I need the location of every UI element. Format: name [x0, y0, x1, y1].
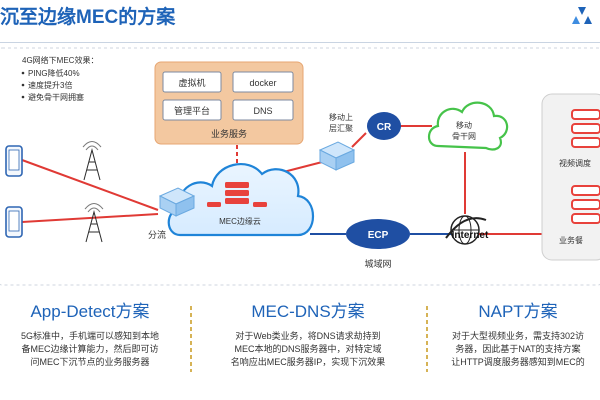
- antenna-icon: [84, 203, 104, 243]
- network-diagram: 4G网络下MEC效果： PING降低40% 速度提升3倍 避免骨干网拥塞 虚拟机…: [0, 47, 600, 286]
- mec-cloud-label: MEC边缘云: [219, 216, 261, 226]
- ecp-node: [346, 219, 410, 249]
- solution-app-detect: App-Detect方案 5G标准中，手机端可以感知到本地 备MEC边缘计算能力…: [0, 300, 180, 369]
- agg-label: 层汇聚: [329, 124, 353, 133]
- agg-to-cr-link: [351, 132, 367, 148]
- phone-icon: [5, 145, 23, 177]
- cr-label: CR: [377, 122, 392, 133]
- agg-label: 移动上: [329, 112, 353, 122]
- svg-text:DNS: DNS: [253, 106, 272, 116]
- phone2-link: [21, 213, 159, 223]
- ecp-label: ECP: [368, 230, 389, 241]
- benefit-item: 速度提升3倍: [28, 80, 72, 90]
- service-box: [162, 71, 222, 93]
- diagram-frame: [0, 47, 600, 286]
- phone1-link: [21, 159, 159, 211]
- page-title: 沉至边缘MEC的方案: [0, 7, 176, 28]
- server-icon: [571, 109, 600, 148]
- solution-description: 5G标准中，手机端可以感知到本地 备MEC边缘计算能力，然后即可访 问MEC下沉…: [20, 331, 159, 367]
- title-divider: [0, 42, 600, 43]
- logo-icon: [572, 7, 592, 24]
- benefit-bullets: [21, 71, 25, 99]
- column-divider: [426, 306, 428, 372]
- service-box: [232, 71, 294, 93]
- benefit-item: 避免骨干网拥塞: [28, 92, 84, 102]
- benefits-heading: 4G网络下MEC效果：: [22, 55, 98, 65]
- svg-text:docker: docker: [249, 78, 276, 88]
- service-box: [162, 99, 222, 121]
- solution-description: 对于大型视频业务，需支持302访 务器，因此基于NAT的支持方案 让HTTP调度…: [451, 331, 585, 367]
- switch-icon: [158, 187, 196, 217]
- solution-napt: NAPT方案 对于大型视频业务，需支持302访 务器，因此基于NAT的支持方案 …: [436, 300, 600, 369]
- solution-mec-dns: MEC-DNS方案 对于Web类业务，将DNS请求劫持到 MEC本地的DNS服务…: [200, 300, 416, 369]
- services-grid: 虚拟机 docker 管理平台 DNS: [162, 71, 294, 121]
- right-panel-label: 视频调度: [559, 158, 591, 168]
- phone-icon: [5, 206, 23, 238]
- server-icon: [207, 182, 267, 207]
- services-label: 业务服务: [211, 128, 247, 139]
- solution-title: MEC-DNS方案: [251, 302, 365, 321]
- backbone-cloud-icon: [427, 101, 509, 151]
- switch-icon: [318, 141, 356, 171]
- internet-label: Internet: [452, 230, 489, 241]
- service-box: [232, 99, 294, 121]
- antenna-icon: [82, 141, 102, 181]
- backbone-label: 骨干网: [452, 132, 476, 141]
- globe-icon: [445, 215, 487, 245]
- split-label: 分流: [148, 229, 166, 240]
- svg-text:虚拟机: 虚拟机: [178, 77, 205, 88]
- benefit-item: PING降低40%: [28, 68, 80, 78]
- right-panel-label: 业务餐: [559, 235, 583, 245]
- backbone-label: 移动: [456, 120, 472, 130]
- column-divider: [190, 306, 192, 372]
- metro-label: 城域网: [364, 258, 391, 269]
- server-icon: [571, 185, 600, 224]
- svg-text:管理平台: 管理平台: [174, 105, 210, 116]
- solution-title: NAPT方案: [478, 302, 558, 321]
- cr-node: [367, 112, 401, 140]
- solution-description: 对于Web类业务，将DNS请求劫持到 MEC本地的DNS服务器中，对特定域 名响…: [230, 331, 386, 367]
- solution-title: App-Detect方案: [30, 302, 150, 321]
